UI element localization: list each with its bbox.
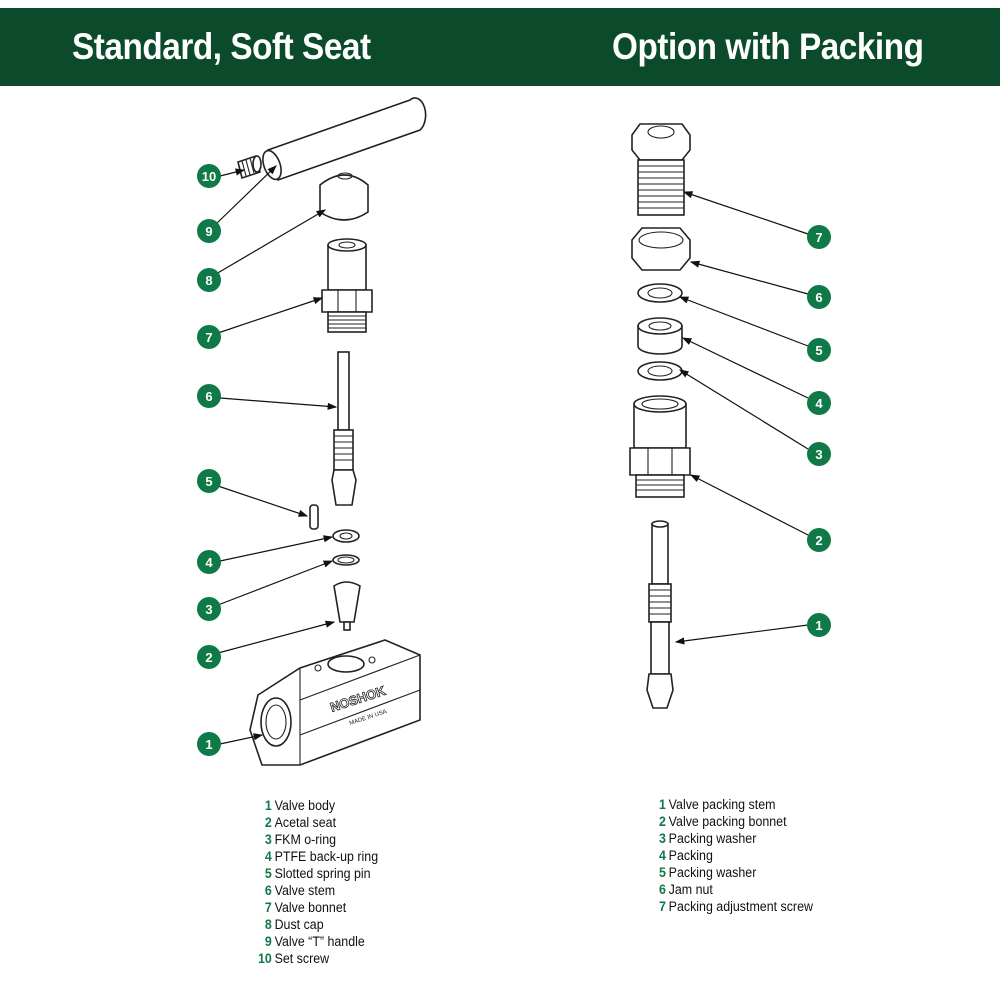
svg-text:5: 5	[205, 474, 212, 489]
svg-text:5: 5	[815, 343, 822, 358]
packing-washer-upper	[637, 283, 683, 303]
svg-text:8: 8	[205, 273, 212, 288]
o-ring	[332, 554, 360, 566]
callout-badge-10: 10	[197, 164, 221, 188]
left-leader-lines	[215, 165, 338, 745]
callout-badge-3: 3	[197, 597, 221, 621]
valve-body: NOSHOK MADE IN USA	[249, 639, 421, 766]
left-section-title: Standard, Soft Seat	[72, 26, 371, 67]
callout-badge-r4: 4	[807, 391, 831, 415]
t-handle	[262, 97, 427, 182]
callout-badge-r1: 1	[807, 613, 831, 637]
svg-text:2: 2	[815, 533, 822, 548]
dust-cap	[319, 172, 369, 221]
svg-text:10: 10	[202, 169, 216, 184]
callout-badge-6: 6	[197, 384, 221, 408]
callout-badge-9: 9	[197, 219, 221, 243]
callout-badge-2: 2	[197, 645, 221, 669]
svg-text:4: 4	[815, 396, 823, 411]
callout-badge-7: 7	[197, 325, 221, 349]
callout-badge-8: 8	[197, 268, 221, 292]
callout-badge-r7: 7	[807, 225, 831, 249]
svg-text:1: 1	[205, 737, 212, 752]
callout-badge-r6: 6	[807, 285, 831, 309]
svg-text:7: 7	[815, 230, 822, 245]
svg-text:4: 4	[205, 555, 213, 570]
set-screw	[237, 154, 262, 180]
jam-nut	[631, 227, 691, 271]
packing-stem	[646, 520, 674, 709]
header-banner: Standard, Soft Seat Option with Packing	[0, 8, 1000, 86]
svg-text:6: 6	[205, 389, 212, 404]
svg-text:6: 6	[815, 290, 822, 305]
callout-badge-r5: 5	[807, 338, 831, 362]
callout-badge-5: 5	[197, 469, 221, 493]
packing-washer-lower	[637, 361, 683, 381]
callout-badge-1: 1	[197, 732, 221, 756]
packing	[637, 317, 683, 355]
valve-stem	[331, 351, 357, 506]
callout-badge-4: 4	[197, 550, 221, 574]
right-section-title: Option with Packing	[612, 26, 924, 67]
acetal-seat	[333, 581, 361, 631]
backup-ring	[332, 529, 360, 543]
callout-badge-r2: 2	[807, 528, 831, 552]
packing-adjustment-screw	[631, 123, 691, 216]
svg-text:7: 7	[205, 330, 212, 345]
valve-bonnet	[321, 238, 373, 333]
svg-text:2: 2	[205, 650, 212, 665]
svg-text:3: 3	[205, 602, 212, 617]
svg-text:1: 1	[815, 618, 822, 633]
svg-text:9: 9	[205, 224, 212, 239]
spring-pin	[309, 504, 319, 530]
packing-bonnet	[629, 395, 691, 498]
right-leader-lines	[674, 191, 809, 645]
svg-text:3: 3	[815, 447, 822, 462]
callout-badge-r3: 3	[807, 442, 831, 466]
